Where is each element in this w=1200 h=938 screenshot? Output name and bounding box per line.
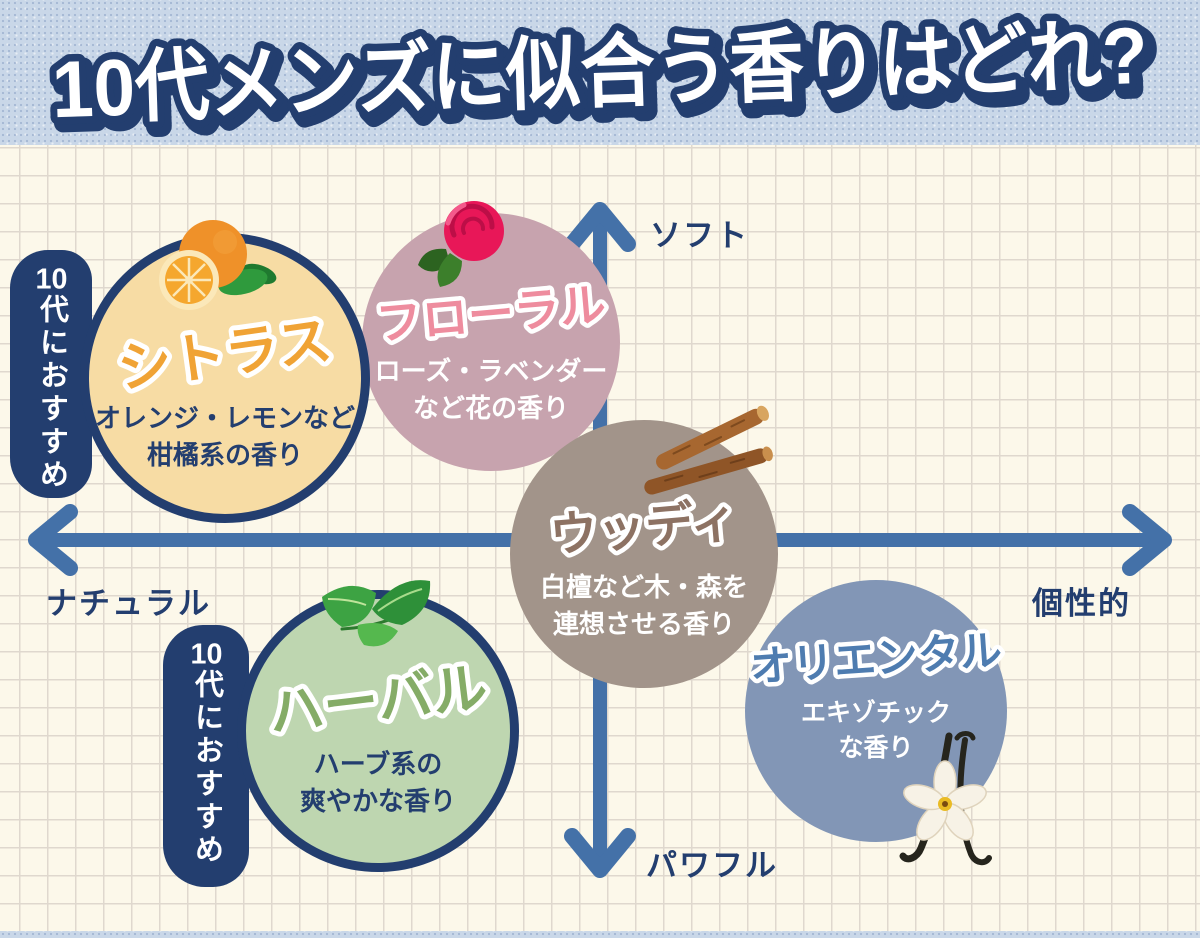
bubble-description: ハーブ系の爽やかな香り <box>299 749 456 816</box>
recommended-badge-citrus: 10代におすすめ <box>10 250 92 498</box>
vanilla-icon <box>899 731 992 866</box>
arrow-right-icon <box>1122 504 1172 576</box>
bubble-title: オリエンタル <box>744 621 1008 694</box>
bubble-title: シトラス <box>109 305 340 404</box>
svg-text:10代メンズに似合う香りはどれ?: 10代メンズに似合う香りはどれ? <box>51 11 1149 134</box>
bubble-description: オレンジ・レモンなど柑橘系の香り <box>94 403 355 470</box>
svg-text:シトラス: シトラス <box>114 310 335 399</box>
arrow-left-icon <box>28 504 78 576</box>
bubble-woody: ウッディ 白檀など木・森を連想させる香り <box>510 405 778 688</box>
leaves-icon <box>322 580 431 647</box>
axis-label-soft: ソフト <box>650 218 749 253</box>
bubble-oriental: オリエンタル エキゾチックな香り <box>744 580 1008 866</box>
orange-icon <box>159 220 277 310</box>
page-title: 10代メンズに似合う香りはどれ? 10代メンズに似合う香りはどれ? <box>43 3 1163 149</box>
bubble-description: エキゾチックな香り <box>800 698 951 762</box>
recommended-badge-label: 10代におすすめ <box>190 640 223 867</box>
bubble-description: 白檀など木・森を連想させる香り <box>539 572 748 639</box>
bubble-floral: フローラル ローズ・ラベンダーなど花の香り <box>362 201 620 471</box>
svg-text:ウッディ: ウッディ <box>548 493 741 563</box>
axis-label-unique: 個性的 <box>1032 586 1131 621</box>
bubble-title: フローラル <box>370 274 613 355</box>
bubble-title: ハーバル <box>260 651 495 749</box>
svg-text:オリエンタル: オリエンタル <box>749 626 1004 690</box>
recommended-badge-herbal: 10代におすすめ <box>163 625 249 887</box>
recommended-badge-label: 10代におすすめ <box>35 265 68 492</box>
axis-label-powerful: パワフル <box>646 848 778 883</box>
bubble-citrus: シトラス オレンジ・レモンなど柑橘系の香り <box>80 220 370 523</box>
bubble-description: ローズ・ラベンダーなど花の香り <box>374 356 608 423</box>
bottom-strip <box>0 931 1200 938</box>
header-band: 10代メンズに似合う香りはどれ? 10代メンズに似合う香りはどれ? <box>0 0 1200 150</box>
arrow-up-icon <box>564 202 636 252</box>
svg-text:ハーバル: ハーバル <box>265 656 490 744</box>
bubble-title: ウッディ <box>543 488 745 567</box>
bubble-herbal: ハーバル ハーブ系の爽やかな香り <box>237 580 519 872</box>
arrow-down-icon <box>564 828 636 878</box>
rose-icon <box>418 201 504 287</box>
wood-sticks-icon <box>644 405 773 495</box>
axis-label-natural: ナチュラル <box>46 586 211 621</box>
